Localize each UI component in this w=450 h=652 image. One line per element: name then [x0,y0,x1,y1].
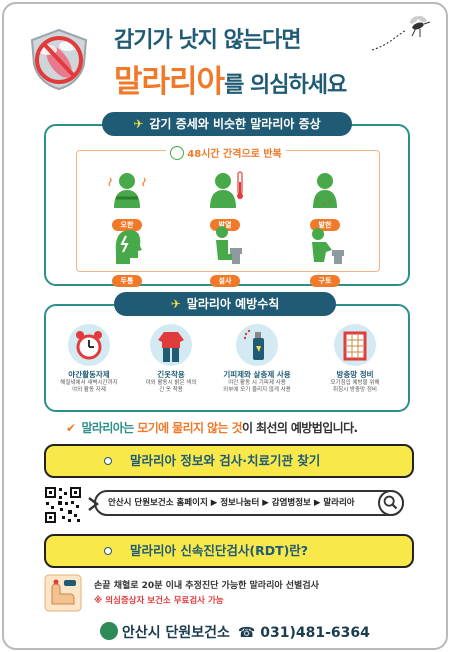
symptom-fever-label: 발열 [209,219,241,231]
qr-code-icon[interactable] [44,486,82,524]
chills-icon [108,173,146,208]
cycle-label-text: 48시간 간격으로 반복 [187,149,282,160]
sweating-icon [313,173,337,208]
key-message-part3: 이 최선의 예방법입니다. [241,421,358,435]
vomiting-icon [312,228,344,264]
headache-icon [115,230,142,264]
symptom-fever: 발열 [200,168,250,231]
prevention-item-desc: 야외 활동 자제 [72,387,106,393]
mosquito-small-icon: ✈ [133,117,144,131]
prevention-item-title: 야간활동자제 [68,370,110,379]
prevention-title-pill: ✈ 말라리아 예방수칙 [114,292,336,316]
prevention-item-clothes: 긴옷착용 야외 활동시 밝은 색의 긴 옷 착용 [130,324,212,394]
no-mosquito-icon [30,28,88,91]
mosquito-small-icon: ✈ [170,297,181,311]
symptom-headache: 두통 [102,224,152,287]
long-clothes-icon [150,324,192,366]
prevention-item-desc: 외부에 모기 물리지 않게 사용 [223,387,291,393]
headline-rest: 를 의심하세요 [224,73,347,98]
finger-prick-test-icon [44,574,82,612]
headline-malaria: 말라리아 [114,64,225,100]
repellent-spray-icon [236,324,278,366]
rdt-description: 손끝 채혈로 20분 이내 추정진단 가능한 말라리아 선별검사 [94,581,319,591]
headline-line1: 감기가 낫지 않는다면 [114,28,301,53]
bullet-icon [104,547,112,555]
symptom-diarrhea-label: 설사 [209,275,241,287]
prevention-item-title: 기피제와 살충제 사용 [223,370,291,379]
footer: 안산시 단원보건소 ☎ 031)481-6364 [100,621,370,642]
site-path-text: 안산시 단원보건소 홈페이지 ▶ 정보나눔터 ▶ 감염병정보 ▶ 말라리아 [108,498,355,508]
symptom-vomiting-label: 구토 [309,275,341,287]
rdt-free-test-note: ※ 의심증상자 보건소 무료검사 가능 [94,596,224,606]
prevention-item-night: 야간활동자제 해질녘에서 새벽시간까지 야외 활동 자제 [48,324,130,394]
symptoms-title: 감기 증세와 비슷한 말라리아 증상 [149,117,321,131]
cycle-label: 48시간 간격으로 반복 [166,145,286,161]
symptom-sweating-label: 발한 [309,219,341,231]
window-screen-icon [334,324,376,366]
prevention-item-title: 방충망 정비 [336,370,374,379]
key-message-part1: 말라리아는 [81,421,138,435]
clock-icon [170,146,185,160]
health-center-logo-icon [100,621,118,640]
prevention-item-screen: 방충망 정비 모기침입 예방을 위해 취침시 방충망 정비 [314,324,396,394]
footer-org-name: 안산시 단원보건소 [122,625,230,641]
symptom-diarrhea: 설사 [200,224,250,287]
site-path-searchbar[interactable]: 안산시 단원보건소 홈페이지 ▶ 정보나눔터 ▶ 감염병정보 ▶ 말라리아 [88,490,404,516]
symptom-chills: 오한 [102,168,152,231]
fever-icon [210,171,243,208]
prevention-item-desc: 모기침입 예방을 위해 [330,380,380,386]
symptom-vomiting: 구토 [300,224,350,287]
diarrhea-icon [216,226,242,264]
key-message-part2: 모기에 물리지 않는 것 [137,421,242,435]
search-icon[interactable] [378,490,404,516]
headline-line2: 말라리아를 의심하세요 [114,56,347,101]
footer-phone[interactable]: ☎ 031)481-6364 [237,625,370,641]
prevention-item-desc: 취침시 방충망 정비 [333,387,377,393]
rdt-banner[interactable]: 말라리아 신속진단검사(RDT)란? [44,534,414,568]
prevention-item-desc: 긴 옷 착용 [159,387,183,393]
prevention-item-desc: 야외 활동시 밝은 색의 [145,380,197,386]
rdt-banner-label: 말라리아 신속진단검사(RDT)란? [130,543,309,558]
info-banner[interactable]: 말라리아 정보와 검사·치료기관 찾기 [44,444,414,478]
symptom-chills-label: 오한 [111,219,143,231]
key-message: ✔ 말라리아는 모기에 물리지 않는 것이 최선의 예방법입니다. [66,419,358,436]
checkmark-icon: ✔ [66,421,76,435]
prevention-item-repellent: 기피제와 살충제 사용 야간 활동 시 기피제 사용 외부에 모기 물리지 않게… [216,324,298,394]
chevron-right-icon [88,497,99,511]
alarm-clock-icon [68,324,110,366]
symptoms-title-pill: ✈ 감기 증세와 비슷한 말라리아 증상 [102,112,352,136]
prevention-title: 말라리아 예방수칙 [186,297,280,311]
symptom-headache-label: 두통 [111,275,143,287]
mosquito-icon [371,15,431,51]
symptom-sweating: 발한 [300,168,350,231]
prevention-item-desc: 해질녘에서 새벽시간까지 [60,380,118,386]
prevention-item-title: 긴옷착용 [157,370,185,379]
prevention-item-desc: 야간 활동 시 기피제 사용 [228,380,286,386]
bullet-icon [104,457,112,465]
info-banner-label: 말라리아 정보와 검사·치료기관 찾기 [130,453,321,468]
